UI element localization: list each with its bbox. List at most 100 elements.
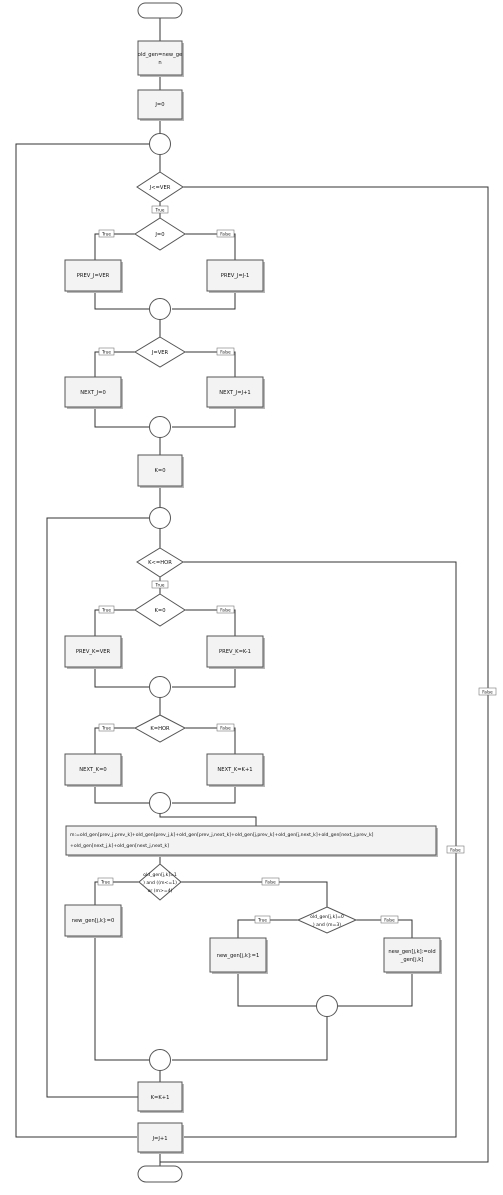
edge-cond-die-true — [94, 881, 140, 905]
nextk-inc-label: NEXT_K=K+1 — [217, 767, 252, 773]
edge-k-loopback — [46, 517, 149, 1098]
prevk-merge-connector — [149, 676, 171, 698]
edge-merge-to-mcalc — [159, 813, 257, 826]
kcond-false-tag — [446, 845, 465, 854]
start-terminal — [137, 2, 183, 19]
j0-decision — [134, 217, 186, 251]
edge-prevj-ver-merge — [94, 291, 149, 310]
prevj-ver-process — [64, 259, 122, 292]
j-loop-connector — [149, 133, 171, 155]
kcond-label: K<=HOR — [148, 560, 172, 566]
nextj-0-process — [64, 376, 122, 408]
cond-birth-decision — [296, 906, 358, 934]
cond-die-label-line1: old_gen[j,k]=1 — [143, 872, 177, 878]
j0-false-tag — [216, 229, 235, 238]
jcond-false-label: False — [482, 689, 493, 694]
nextk-0-process — [64, 753, 122, 786]
cond-birth-true-tag — [254, 915, 271, 924]
cond-die-true-tag — [97, 877, 114, 886]
edge-cond-birth-false — [356, 919, 413, 938]
khor-true-tag — [98, 723, 115, 732]
edge-prevj-dec-merge — [172, 291, 236, 310]
prevk-ver-process — [64, 635, 122, 668]
j0-true-label: True — [101, 231, 111, 236]
edge-newgen-zero-merge — [94, 936, 149, 1061]
edge-nextk-inc-merge — [172, 786, 236, 804]
prevk-dec-process — [206, 635, 264, 668]
jinit-label: J=0 — [154, 102, 164, 108]
k0-decision — [134, 593, 186, 627]
k0-true-label: True — [101, 607, 111, 612]
edge-j-loopback — [15, 143, 149, 1138]
edge-khor-false — [185, 727, 236, 754]
newgen-one-process — [209, 937, 267, 973]
cond-die-decision — [138, 863, 182, 901]
edge-jver-true — [94, 351, 137, 377]
cond-die-label-line2: ) and ((m<=1) — [143, 880, 177, 886]
nextj-inc-label: NEXT_J=J+1 — [219, 390, 250, 396]
jver-false-label: False — [220, 349, 231, 354]
jcond-true-label: True — [155, 207, 165, 212]
cond-birth-true-label: True — [257, 917, 267, 922]
prevj-dec-process — [206, 259, 264, 292]
jinc-label: J=J+1 — [151, 1136, 167, 1142]
newgen-copy-process — [383, 937, 441, 973]
k0-true-tag — [98, 605, 115, 614]
oldgen-label-line2: n — [158, 60, 161, 66]
edge-j0-true — [94, 233, 137, 260]
j0-false-label: False — [220, 231, 231, 236]
khor-true-label: True — [101, 725, 111, 730]
cond-birth-label-line1: old_gen[j,k]=0 — [310, 914, 344, 920]
k-loop-connector — [149, 507, 171, 529]
kcond-decision — [136, 547, 184, 578]
k0-false-tag — [216, 605, 235, 614]
edges — [15, 18, 489, 1166]
newgen-zero-process — [64, 904, 122, 937]
jver-false-tag — [216, 347, 235, 356]
jcond-true-tag — [151, 205, 169, 214]
oldgen-process — [137, 40, 183, 76]
nextk-merge-connector — [149, 792, 171, 814]
k0-label: K=0 — [154, 608, 165, 614]
cond-birth-false-label: False — [384, 917, 395, 922]
prevk-dec-label: PREV_K=K-1 — [219, 649, 251, 655]
outer-merge-connector — [149, 1049, 171, 1071]
jcond-label: J<=VER — [149, 185, 171, 191]
edge-nextj-inc-merge — [172, 407, 236, 428]
kinc-label: K=K+1 — [151, 1095, 170, 1101]
prevj-ver-label: PREV_J=VER — [77, 273, 110, 279]
jver-decision — [134, 336, 186, 368]
nextk-inc-process — [206, 753, 264, 786]
edge-nextj-0-merge — [94, 407, 149, 428]
edge-j-exit-false — [160, 186, 489, 1163]
edge-nextk-0-merge — [94, 786, 149, 804]
newgen-copy-label-line1: new_gen[j,k]:=old — [388, 949, 435, 955]
newgen-copy-label-line2: _gen[j,k] — [400, 957, 424, 963]
edge-k0-false — [185, 609, 236, 636]
jcond-decision — [136, 171, 184, 203]
nextk-0-label: NEXT_K=0 — [79, 767, 106, 773]
edge-inner-merge-to-outer — [172, 1016, 328, 1061]
jver-true-label: True — [101, 349, 111, 354]
jinit-process — [137, 89, 183, 120]
edge-jver-false — [185, 351, 236, 377]
cond-die-true-label: True — [100, 879, 110, 884]
jcond-false-tag — [478, 687, 497, 696]
prevj-merge-connector — [149, 298, 171, 320]
edge-cond-birth-true — [237, 919, 298, 938]
jver-true-tag — [98, 347, 115, 356]
cond-birth-false-tag — [380, 915, 399, 924]
cond-die-false-label: False — [265, 879, 276, 884]
khor-decision — [133, 714, 187, 743]
mcalc-label-line2: +old_gen[next_j,k]+old_gen[next_j,next_k… — [70, 843, 169, 849]
cond-die-label-line3: or (m>=4) — [148, 888, 173, 894]
mcalc-process — [65, 825, 437, 856]
nextj-inc-process — [206, 376, 264, 408]
kcond-true-label: True — [155, 582, 165, 587]
oldgen-label-line1: old_gen=new_ge — [138, 52, 182, 58]
prevj-dec-label: PREV_J=J-1 — [221, 273, 250, 279]
khor-false-label: False — [220, 725, 231, 730]
edge-cond-die-false — [181, 881, 328, 907]
